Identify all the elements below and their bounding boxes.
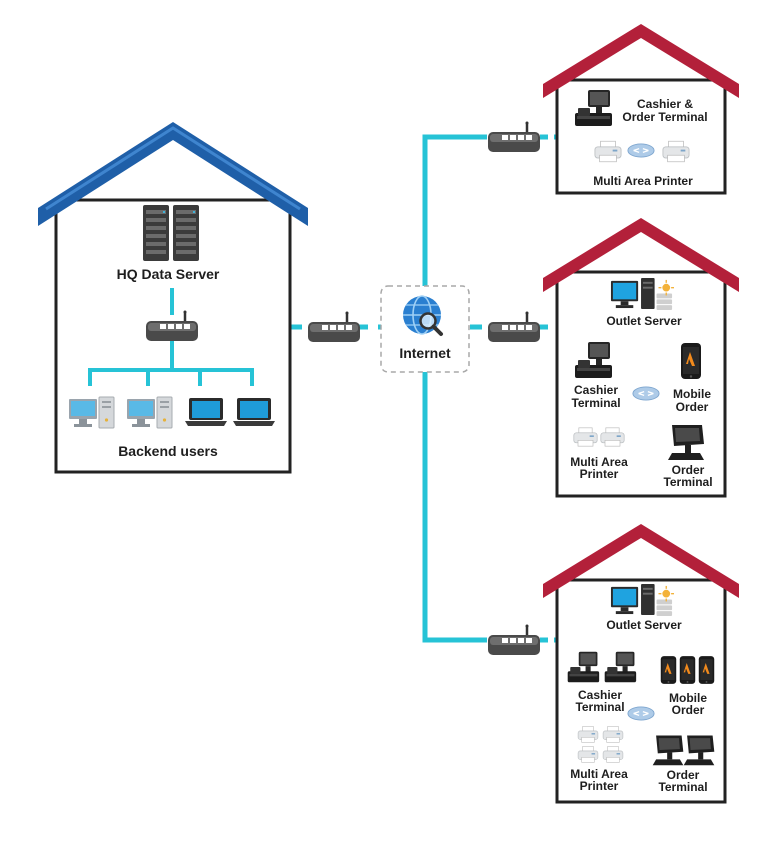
hq-server-label: HQ Data Server <box>117 266 220 282</box>
outlet3-printer-label-1: Multi Area <box>570 767 628 781</box>
smartphone-icon <box>698 656 715 684</box>
smartphone-icon <box>679 656 696 684</box>
router-icon <box>307 311 361 343</box>
link-trunk <box>422 134 487 643</box>
outlet2-mobile-label-2: Order <box>676 400 709 414</box>
outlet3-order-label-1: Order <box>667 768 700 782</box>
internet-label: Internet <box>399 345 451 361</box>
outlet3-cashier-label-1: Cashier <box>578 688 622 702</box>
outlet3-mobile-label-1: Mobile <box>669 691 707 705</box>
smartphone-icon <box>660 656 677 684</box>
hq-roof <box>38 122 308 226</box>
laptop-icon <box>233 398 275 426</box>
hq-house: HQ Data Server Backend users <box>38 122 308 474</box>
hub-icon <box>627 143 655 158</box>
outlet2-order-label-1: Order <box>672 463 705 477</box>
outlet1-printer-label: Multi Area Printer <box>593 174 693 188</box>
outlet1-terminal-label-2: Order Terminal <box>622 110 707 124</box>
router-icon <box>487 121 541 153</box>
outlet2-roof <box>543 218 739 292</box>
outlet2-mobile-label-1: Mobile <box>673 387 711 401</box>
outlet1-house-body <box>555 78 727 195</box>
network-links <box>290 134 560 643</box>
internet-node: Internet <box>380 285 470 373</box>
outlet1-roof <box>543 24 739 98</box>
globe-search-icon <box>403 295 443 336</box>
outlet3-server-label: Outlet Server <box>606 618 682 632</box>
smartphone-icon <box>681 343 701 379</box>
outlet3-roof <box>543 524 739 598</box>
router-icon <box>487 624 541 656</box>
hub-icon <box>627 706 655 721</box>
outlet2-cashier-label-1: Cashier <box>574 383 618 397</box>
outlet3-order-label-2: Terminal <box>658 780 707 794</box>
outlet2-server-label: Outlet Server <box>606 314 682 328</box>
outlet-house-2: Outlet Server Cashier Terminal Mobile Or… <box>543 218 739 498</box>
hq-users-label: Backend users <box>118 443 218 459</box>
outlet2-printer-label-1: Multi Area <box>570 455 628 469</box>
outlet3-house-body <box>555 578 727 804</box>
outlet-house-1: Cashier & Order Terminal Multi Area Prin… <box>543 24 739 195</box>
outlet2-cashier-label-2: Terminal <box>571 396 620 410</box>
outlet3-printer-label-2: Printer <box>580 779 619 793</box>
laptop-icon <box>185 398 227 426</box>
hub-icon <box>632 386 660 401</box>
outlet3-cashier-label-2: Terminal <box>575 700 624 714</box>
outlet2-order-label-2: Terminal <box>663 475 712 489</box>
outlet3-mobile-label-2: Order <box>672 703 705 717</box>
outlet1-terminal-label-1: Cashier & <box>637 97 693 111</box>
outlet2-printer-label-2: Printer <box>580 467 619 481</box>
outlet-house-3: Outlet Server Cashier Terminal Mobile Or… <box>543 524 739 804</box>
router-icon <box>487 311 541 343</box>
